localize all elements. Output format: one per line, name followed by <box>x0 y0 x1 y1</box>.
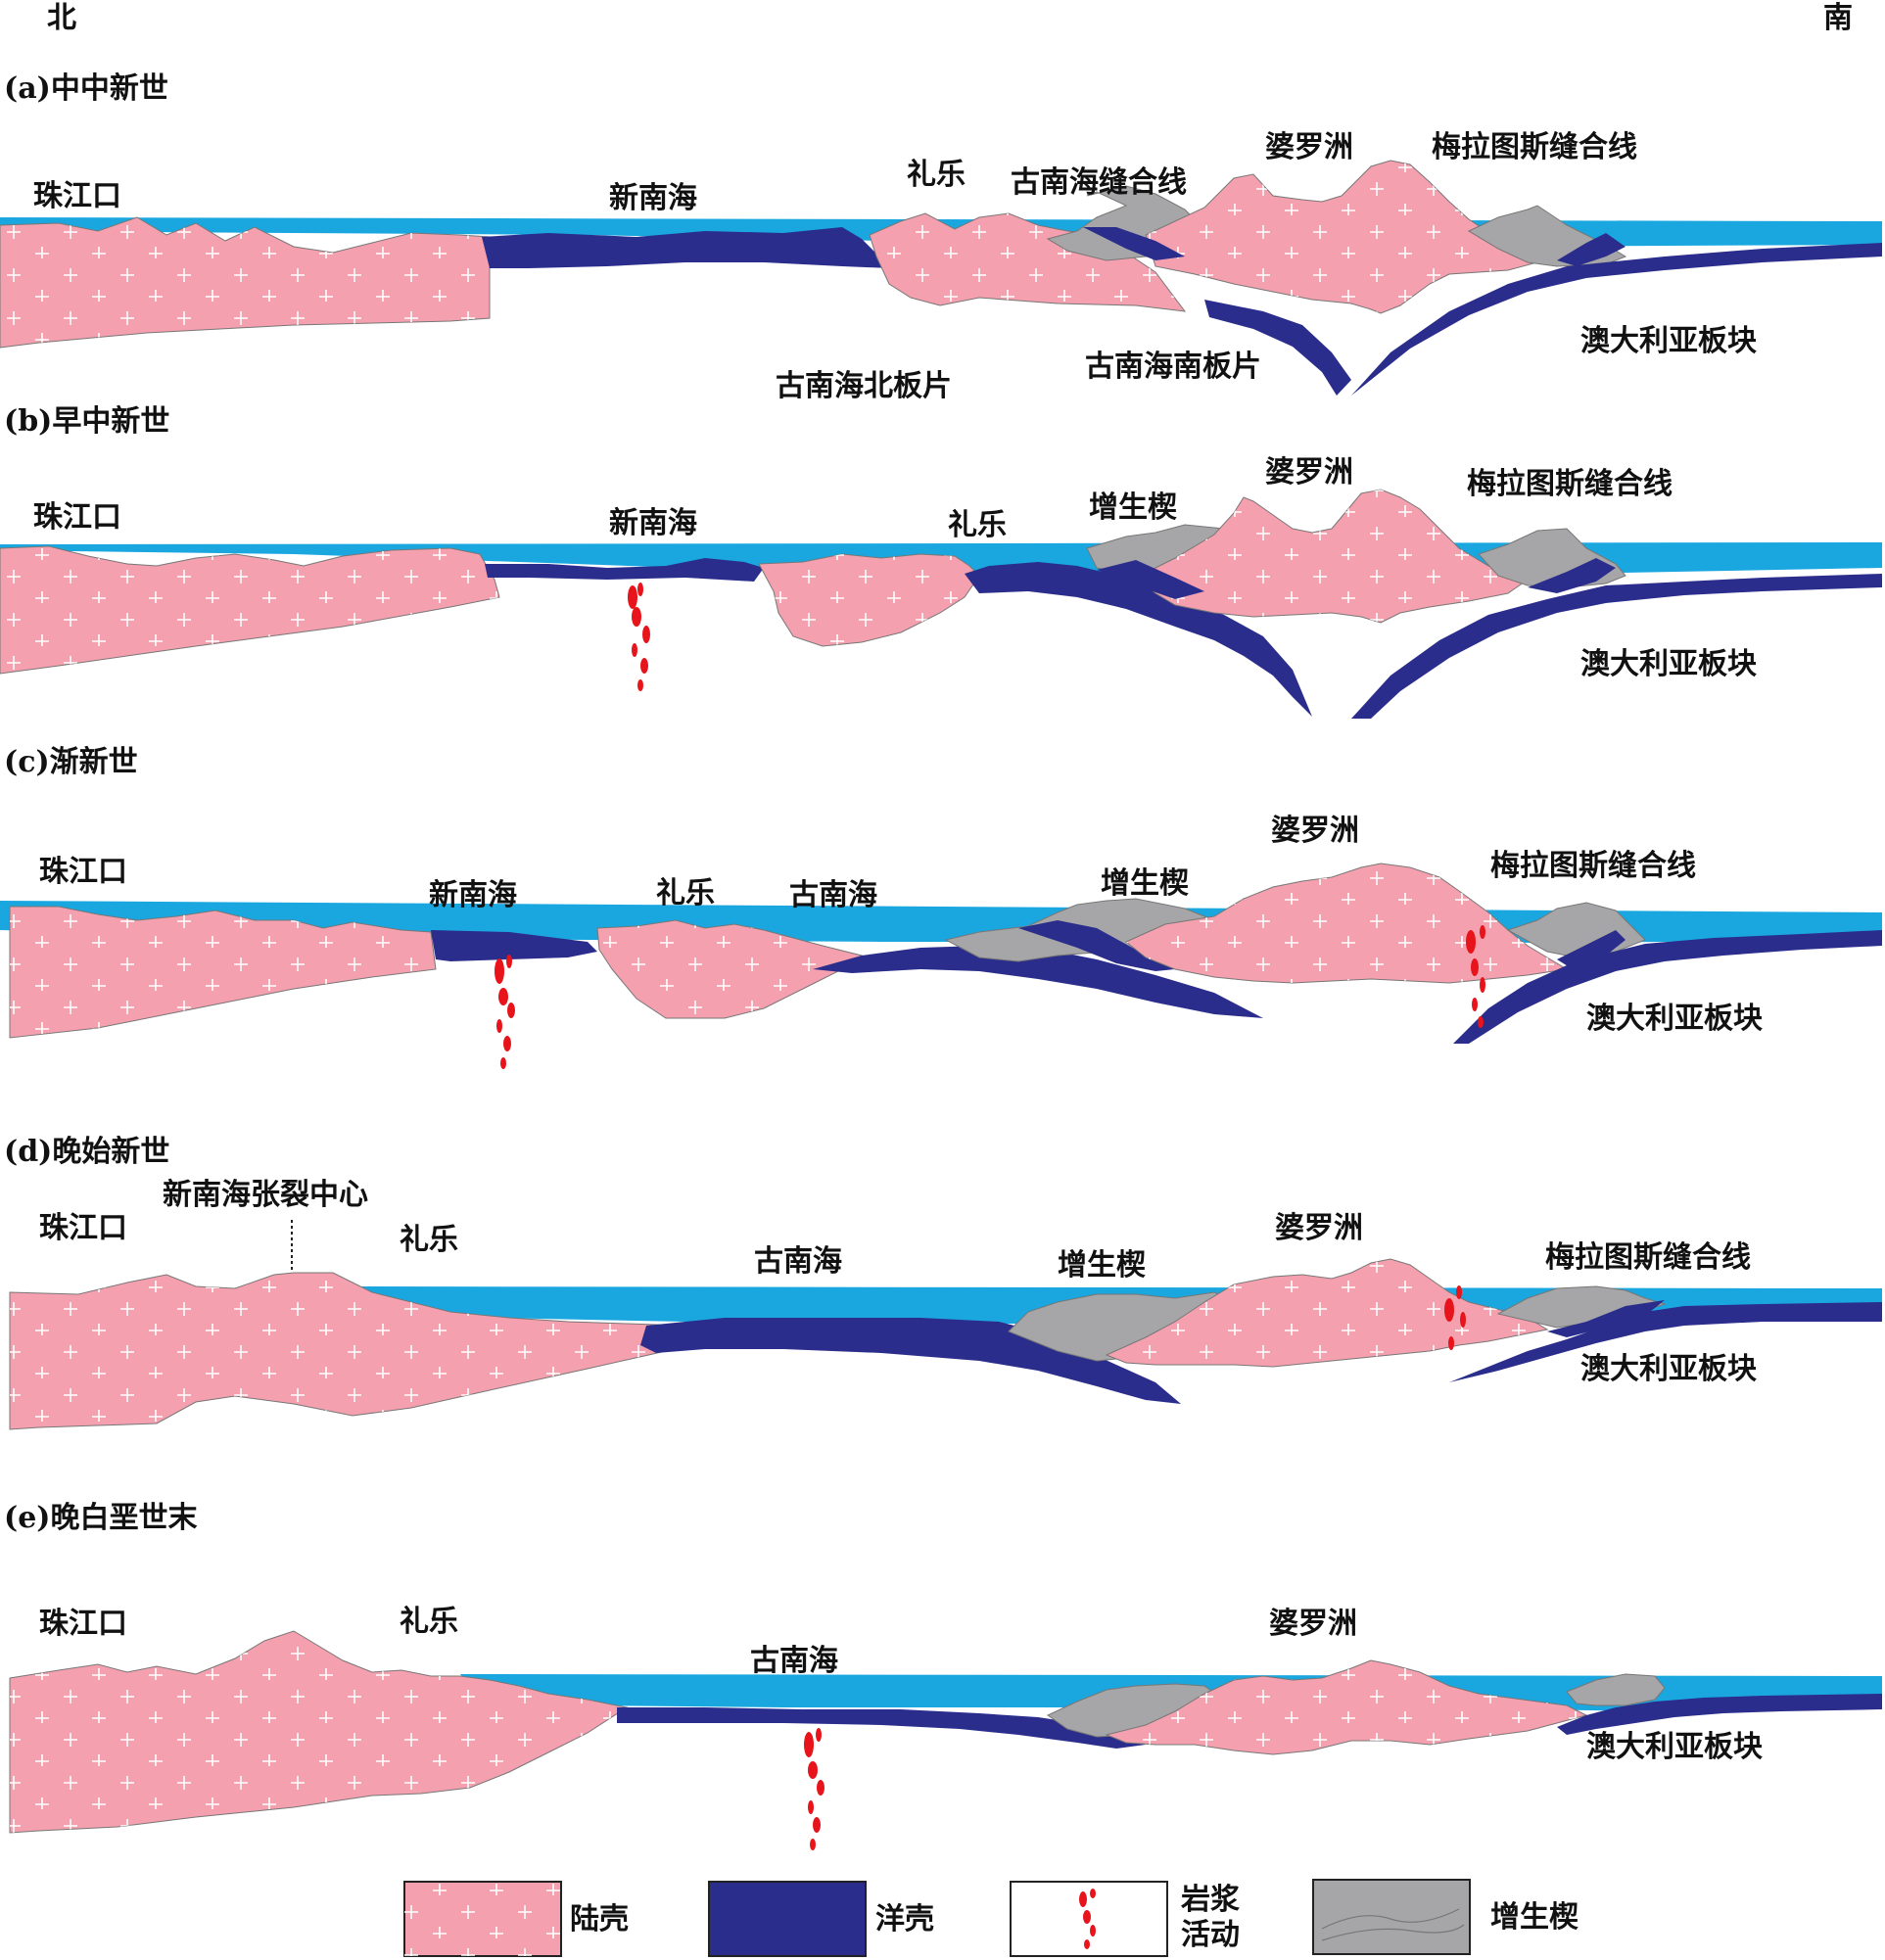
panel-a-label-australian-plate: 澳大利亚板块 <box>1580 324 1757 358</box>
panel-a-label-meratus-suture: 梅拉图斯缝合线 <box>1432 130 1637 164</box>
panel-b-label-australian-plate: 澳大利亚板块 <box>1580 647 1757 681</box>
panel-a-reed-bank-texture <box>870 213 1185 311</box>
panel-b-label-reed-bank: 礼乐 <box>948 508 1007 542</box>
panel-c-overlying-slab <box>1557 930 1626 969</box>
panel-a-label-proto-scs-suture: 古南海缝合线 <box>1011 165 1187 200</box>
panel-e-north-crust-texture <box>10 1631 627 1833</box>
panel-c-label-proto-scs: 古南海 <box>789 878 877 912</box>
panel-b-new-scs-ocean <box>485 558 764 582</box>
panel-c-label-meratus-suture: 梅拉图斯缝合线 <box>1490 849 1696 883</box>
panel-d-label-rift-center: 新南海张裂中心 <box>163 1178 368 1212</box>
panel-d-borneo-texture <box>1107 1259 1547 1367</box>
panel-d-north-crust-texture <box>10 1273 685 1429</box>
panel-c-label-australian-plate: 澳大利亚板块 <box>1586 1002 1763 1036</box>
panel-a-overlying-slab <box>1557 233 1626 266</box>
panel-c-label-pearl-river-mouth: 珠江口 <box>39 855 127 889</box>
panel-a-label-pearl-river-mouth: 珠江口 <box>33 179 121 213</box>
panel-e-label-proto-scs: 古南海 <box>750 1644 838 1678</box>
panel-b-reed-bank-slab <box>965 562 1312 717</box>
panel-a-label-south-slab: 古南海南板片 <box>1085 350 1261 384</box>
panel-b-title: (b)早中新世 <box>4 404 170 439</box>
panel-d-overlying-slab <box>1547 1300 1665 1337</box>
panel-a-label-reed-bank: 礼乐 <box>907 158 966 192</box>
panel-e-proto-scs-ocean <box>617 1707 1146 1749</box>
panel-d-australian-slab <box>1449 1302 1882 1382</box>
panel-b-overlying-slab <box>1528 558 1616 593</box>
panel-d-label-meratus-suture: 梅拉图斯缝合线 <box>1545 1240 1751 1275</box>
panel-c-australian-slab <box>1453 930 1882 1044</box>
panel-d-label-reed-bank: 礼乐 <box>400 1223 458 1257</box>
panel-d-label-proto-scs: 古南海 <box>754 1244 842 1279</box>
panel-d-label-pearl-river-mouth: 珠江口 <box>39 1211 127 1245</box>
panel-c-label-new-scs: 新南海 <box>429 878 517 912</box>
panel-c-borneo-texture <box>1126 863 1567 983</box>
legend-label-magmatism-line1: 岩浆 <box>1181 1883 1240 1917</box>
panel-c-label-accretionary-wedge: 增生楔 <box>1101 866 1189 901</box>
panel-d-label-australian-plate: 澳大利亚板块 <box>1580 1352 1757 1386</box>
panel-c-north-crust-texture <box>10 907 436 1038</box>
legend-label-accretionary-wedge: 增生楔 <box>1490 1900 1579 1935</box>
panel-b-australian-slab <box>1351 574 1882 719</box>
panel-a-section <box>0 160 1882 396</box>
panel-b-reed-bank-texture <box>759 554 979 646</box>
panel-c-wedge-slab-upper <box>1018 920 1175 971</box>
panel-b-label-new-scs: 新南海 <box>609 506 697 540</box>
panel-d-label-accretionary-wedge: 增生楔 <box>1058 1248 1146 1283</box>
panel-e-magma-drops <box>804 1728 825 1850</box>
panel-a-label-borneo: 婆罗洲 <box>1265 130 1353 164</box>
south-label: 南 <box>1823 1 1853 35</box>
legend-label-magmatism-line2: 活动 <box>1181 1918 1240 1952</box>
panel-b-section <box>0 489 1882 719</box>
panel-a-australian-slab <box>1351 243 1882 396</box>
panel-c-magma-drops-north <box>495 955 515 1069</box>
panel-a-south-slab <box>1083 227 1185 260</box>
panel-a-borneo-texture <box>1146 161 1537 313</box>
panel-b-magma-drops <box>628 583 650 691</box>
panel-d-title: (d)晚始新世 <box>4 1135 170 1169</box>
legend-label-oceanic-crust: 洋壳 <box>875 1902 934 1937</box>
panel-e-label-reed-bank: 礼乐 <box>400 1605 458 1639</box>
panel-c-title: (c)渐新世 <box>4 745 138 779</box>
panel-b-label-borneo: 婆罗洲 <box>1265 455 1353 490</box>
panel-e-label-australian-plate: 澳大利亚板块 <box>1586 1730 1763 1764</box>
panel-c-section <box>0 863 1882 1069</box>
legend-swatches <box>403 1879 1471 1957</box>
panel-e-section <box>9 1630 1882 1850</box>
panel-c-reed-bank-texture <box>597 920 862 1018</box>
panel-c-magma-drops-south <box>1466 925 1485 1028</box>
panel-e-borneo-texture <box>1107 1660 1586 1754</box>
legend-magma-drops <box>1079 1889 1096 1949</box>
panel-b-north-crust-texture <box>0 546 499 674</box>
north-label: 北 <box>47 1 76 35</box>
panel-b-label-accretionary-wedge: 增生楔 <box>1089 490 1177 525</box>
panel-d-section <box>9 1220 1882 1430</box>
panel-e-label-pearl-river-mouth: 珠江口 <box>39 1607 127 1641</box>
panel-a-proto-scs-south-slab <box>1204 300 1351 396</box>
panel-b-borneo-texture <box>1136 490 1528 623</box>
panel-c-new-scs-ocean <box>431 930 597 961</box>
panel-b-inner-slab <box>1097 560 1204 599</box>
panel-c-reed-bank-slab <box>813 946 1263 1018</box>
panel-b-label-pearl-river-mouth: 珠江口 <box>33 500 121 535</box>
legend-label-continental-crust: 陆壳 <box>570 1902 629 1937</box>
panel-c-label-borneo: 婆罗洲 <box>1271 814 1359 848</box>
panel-a-label-north-slab: 古南海北板片 <box>776 369 952 403</box>
panel-e-title: (e)晚白垩世末 <box>4 1501 198 1535</box>
panel-c-label-reed-bank: 礼乐 <box>656 876 715 910</box>
panel-d-magma-drops <box>1444 1285 1466 1350</box>
panel-a-new-scs-ocean <box>482 227 891 268</box>
panel-a-north-crust-texture <box>0 217 490 348</box>
panel-e-australian-slab <box>1557 1694 1882 1735</box>
panel-d-label-borneo: 婆罗洲 <box>1275 1211 1363 1245</box>
legend-swatch-oceanic-crust <box>708 1881 867 1957</box>
legend-swatch-accretionary-wedge <box>1312 1879 1471 1955</box>
panel-b-label-meratus-suture: 梅拉图斯缝合线 <box>1467 467 1673 501</box>
panel-a-title: (a)中中新世 <box>4 71 168 106</box>
panel-e-wedge-south <box>1566 1673 1666 1706</box>
panel-a-label-new-scs: 新南海 <box>609 181 697 215</box>
panel-e-label-borneo: 婆罗洲 <box>1269 1607 1357 1641</box>
